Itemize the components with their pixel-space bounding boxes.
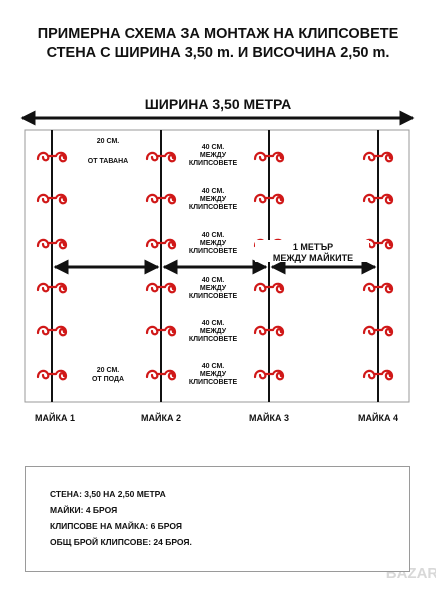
clip-gap-label-1-line-2: МЕЖДУ	[200, 152, 227, 159]
clip-icon	[253, 193, 285, 205]
clip-icon	[145, 193, 177, 205]
clip-gap-label-6-line-1: 40 СМ.	[202, 363, 225, 370]
clip-icon	[362, 151, 394, 163]
post-label-1: МАЙКА 1	[35, 412, 75, 423]
post-label-2: МАЙКА 2	[141, 412, 181, 423]
clip-gap-label-6-line-3: КЛИПСОВЕТЕ	[189, 379, 238, 386]
clip-icon	[145, 151, 177, 163]
post-label-3: МАЙКА 3	[249, 412, 289, 423]
bottom-gap-line-1: 20 СМ.	[97, 367, 120, 374]
clip-icon	[145, 369, 177, 381]
clip-gap-label-3-line-3: КЛИПСОВЕТЕ	[189, 248, 238, 255]
posts-layer	[51, 130, 379, 402]
clip-gap-label-6-line-2: МЕЖДУ	[200, 371, 227, 378]
clip-icon	[36, 325, 68, 337]
summary-total-clips: ОБЩ БРОЙ КЛИПСОВЕ: 24 БРОЯ.	[50, 537, 192, 547]
post-label-4: МАЙКА 4	[358, 412, 398, 423]
clip-icon	[253, 151, 285, 163]
clip-gap-label-3-line-1: 40 СМ.	[202, 232, 225, 239]
clip-gap-label-1-line-3: КЛИПСОВЕТЕ	[189, 160, 238, 167]
title-line-2: СТЕНА С ШИРИНА 3,50 m. И ВИСОЧИНА 2,50 m…	[47, 45, 390, 61]
clip-icon	[36, 282, 68, 294]
summary-box: СТЕНА: 3,50 НА 2,50 МЕТРА МАЙКИ: 4 БРОЯ …	[25, 466, 410, 572]
clip-gap-label-2-line-1: 40 СМ.	[202, 188, 225, 195]
clip-icon	[362, 193, 394, 205]
summary-posts: МАЙКИ: 4 БРОЯ	[50, 505, 118, 515]
clip-gap-label-1-line-1: 40 СМ.	[202, 144, 225, 151]
width-label: ШИРИНА 3,50 МЕТРА	[145, 96, 292, 112]
clip-icon	[253, 325, 285, 337]
clip-icon	[253, 282, 285, 294]
clip-gap-label-3-line-2: МЕЖДУ	[200, 240, 227, 247]
post-gap-line-2: МЕЖДУ МАЙКИТЕ	[273, 252, 353, 263]
clip-icon	[362, 369, 394, 381]
top-gap-line-2: ОТ ТАВАНА	[88, 158, 128, 165]
clip-gap-label-4-line-1: 40 СМ.	[202, 277, 225, 284]
bottom-gap-line-2: ОТ ПОДА	[92, 376, 124, 383]
clip-gap-label-5-line-2: МЕЖДУ	[200, 328, 227, 335]
clip-gap-label-4-line-3: КЛИПСОВЕТЕ	[189, 293, 238, 300]
post-gap-line-1: 1 МЕТЪР	[293, 242, 333, 252]
clip-icon	[36, 193, 68, 205]
clip-gap-label-5-line-1: 40 СМ.	[202, 320, 225, 327]
clip-gap-label-2-line-3: КЛИПСОВЕТЕ	[189, 204, 238, 211]
clip-icon	[253, 369, 285, 381]
clip-icon	[145, 238, 177, 250]
clip-icon	[362, 325, 394, 337]
clip-icon	[36, 151, 68, 163]
clip-icon	[36, 238, 68, 250]
clip-gap-label-2-line-2: МЕЖДУ	[200, 196, 227, 203]
top-gap-line-1: 20 СМ.	[97, 138, 120, 145]
clip-gap-label-5-line-3: КЛИПСОВЕТЕ	[189, 336, 238, 343]
clip-icon	[36, 369, 68, 381]
summary-clips-per-post: КЛИПСОВЕ НА МАЙКА: 6 БРОЯ	[50, 521, 182, 531]
clip-icon	[145, 282, 177, 294]
title-line-1: ПРИМЕРНА СХЕМА ЗА МОНТАЖ НА КЛИПСОВЕТЕ	[38, 26, 399, 42]
clip-icon	[145, 325, 177, 337]
summary-wall: СТЕНА: 3,50 НА 2,50 МЕТРА	[50, 489, 166, 499]
post-gap-label-bg	[255, 240, 369, 262]
clip-icon	[362, 282, 394, 294]
clip-gap-label-4-line-2: МЕЖДУ	[200, 285, 227, 292]
